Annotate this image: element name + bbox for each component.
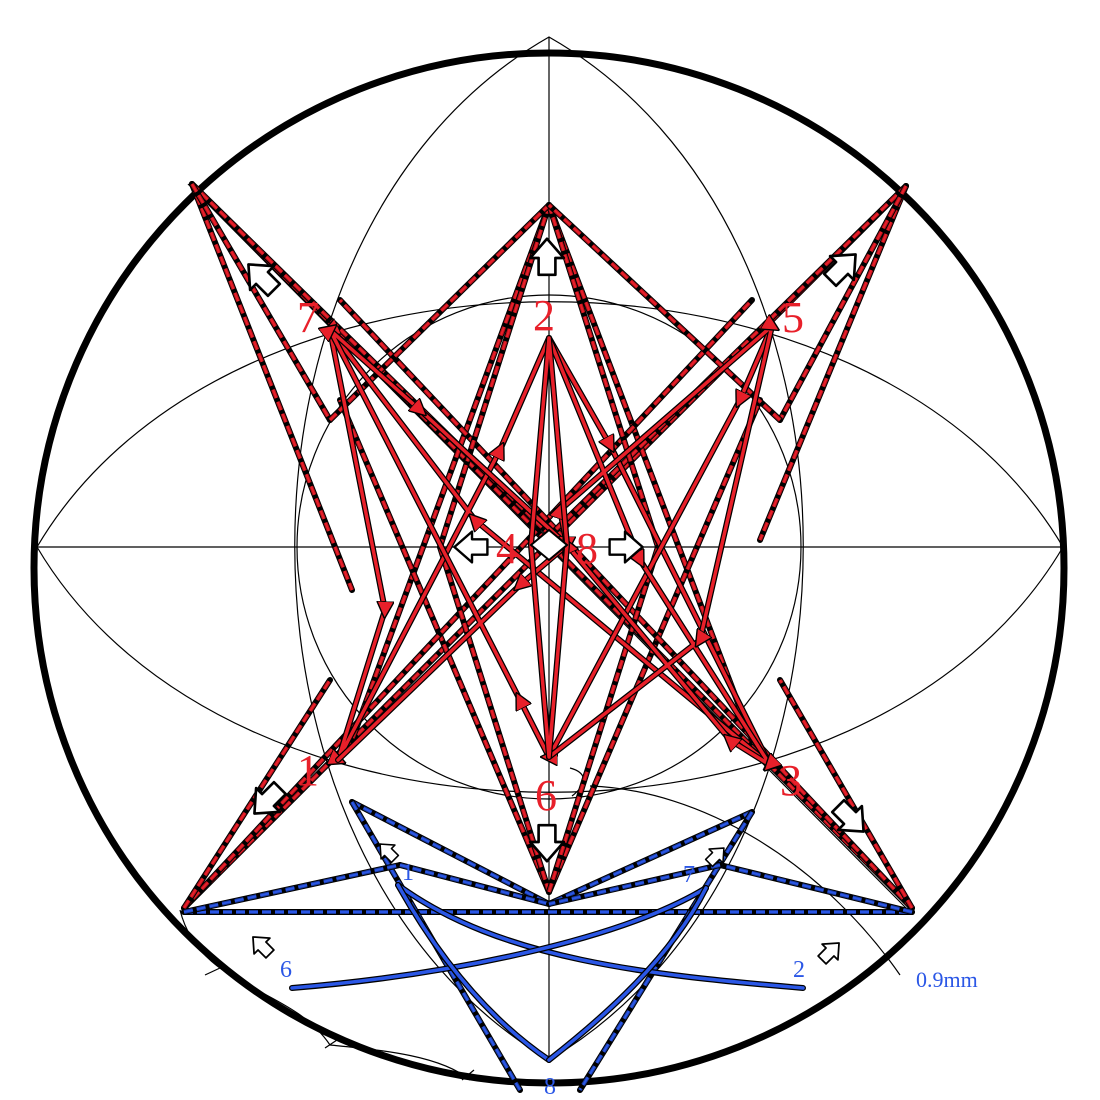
blue-dash-segment-outline (397, 862, 552, 907)
arrow-edge-left (252, 936, 275, 959)
blue-curve-3 (396, 883, 551, 1062)
red-dash-segment-fill (779, 185, 907, 421)
blue-dash-segment-fill (548, 811, 753, 905)
red-label-1: 1 (297, 746, 319, 795)
arrow-upper-left (247, 263, 282, 298)
red-dash-segment (777, 183, 909, 423)
red-dash-segment-fill (779, 679, 913, 909)
red-label-8: 8 (576, 524, 598, 573)
inner-circle (296, 294, 802, 800)
red-dash-segment-fill (191, 183, 353, 591)
solid-stitch-paths (289, 326, 806, 1063)
blue-dash-segment (717, 862, 915, 915)
blue-dash-segment (546, 862, 723, 907)
tick-1 (204, 967, 221, 976)
arrow-up-shape (528, 237, 566, 277)
arrow-blue-right (704, 847, 725, 868)
blue-dash-segment-fill (183, 864, 401, 913)
center-diamond (529, 528, 569, 562)
red-dash-segment (189, 181, 333, 423)
blue-dash-segment (546, 809, 755, 907)
arrow-left (453, 530, 489, 564)
arrow-right-shape (608, 530, 644, 564)
blue-label-1: 1 (402, 860, 414, 886)
arrow-edge-right-shape (817, 942, 840, 965)
arrow-left-shape (453, 530, 489, 564)
red-label-3: 3 (780, 756, 802, 805)
blue-label-8: 8 (544, 1074, 556, 1100)
blue-dash-segment-fill (719, 864, 913, 913)
blue-dash-segment (181, 862, 403, 915)
blue-curve-4 (547, 886, 708, 1062)
blue-dash-segment-fill (351, 801, 550, 905)
arrow-blue-right-shape (704, 847, 725, 868)
arrow-lower-left (253, 780, 288, 815)
arrow-lower-left-shape (253, 780, 288, 815)
arrow-edge-left-shape (252, 936, 275, 959)
blue-label-6: 6 (280, 957, 292, 983)
red-dash-segment (777, 677, 915, 911)
red-dash-segment (189, 181, 355, 593)
arrow-down-shape (528, 823, 566, 863)
blue-dash-segment (349, 799, 552, 907)
red-label-5: 5 (782, 293, 804, 342)
arrow-upper-right (822, 253, 857, 288)
red-label-4: 4 (496, 524, 518, 573)
arrow-down (528, 823, 566, 863)
arrow-blue-left (379, 843, 400, 864)
arrow-upper-left-shape (247, 263, 282, 298)
blue-curve-1 (396, 883, 805, 990)
blue-curve-2 (290, 886, 708, 990)
arrow-upper-right-shape (822, 253, 857, 288)
red-dash-segment-fill (329, 204, 550, 421)
outer-rim-circle (30, 49, 1068, 1087)
red-label-6: 6 (535, 771, 557, 820)
red-dash-segment (757, 183, 909, 543)
blue-label-7: 7 (683, 862, 695, 888)
arrow-up (528, 237, 566, 277)
blue-labels: 1 7 6 2 8 0.9mm (280, 860, 978, 1100)
red-dash-segment-fill (191, 183, 331, 421)
blue-label-2: 2 (793, 957, 805, 983)
arrow-lower-right-shape (830, 798, 865, 833)
arrow-blue-left-shape (379, 843, 400, 864)
red-label-2: 2 (533, 291, 555, 340)
blue-dash-segment (397, 862, 552, 907)
red-dash-segment-fill (759, 185, 907, 541)
arrow-edge-right (817, 942, 840, 965)
blue-dash-segment-fill (548, 864, 721, 905)
red-labels: 2 5 3 6 1 7 4 8 (297, 291, 804, 820)
red-label-7: 7 (297, 293, 319, 342)
red-dash-segment-fill (539, 185, 907, 546)
dimension-label: 0.9mm (916, 967, 978, 992)
direction-arrows (247, 237, 865, 965)
arrow-right (608, 530, 644, 564)
arrow-lower-right (830, 798, 865, 833)
